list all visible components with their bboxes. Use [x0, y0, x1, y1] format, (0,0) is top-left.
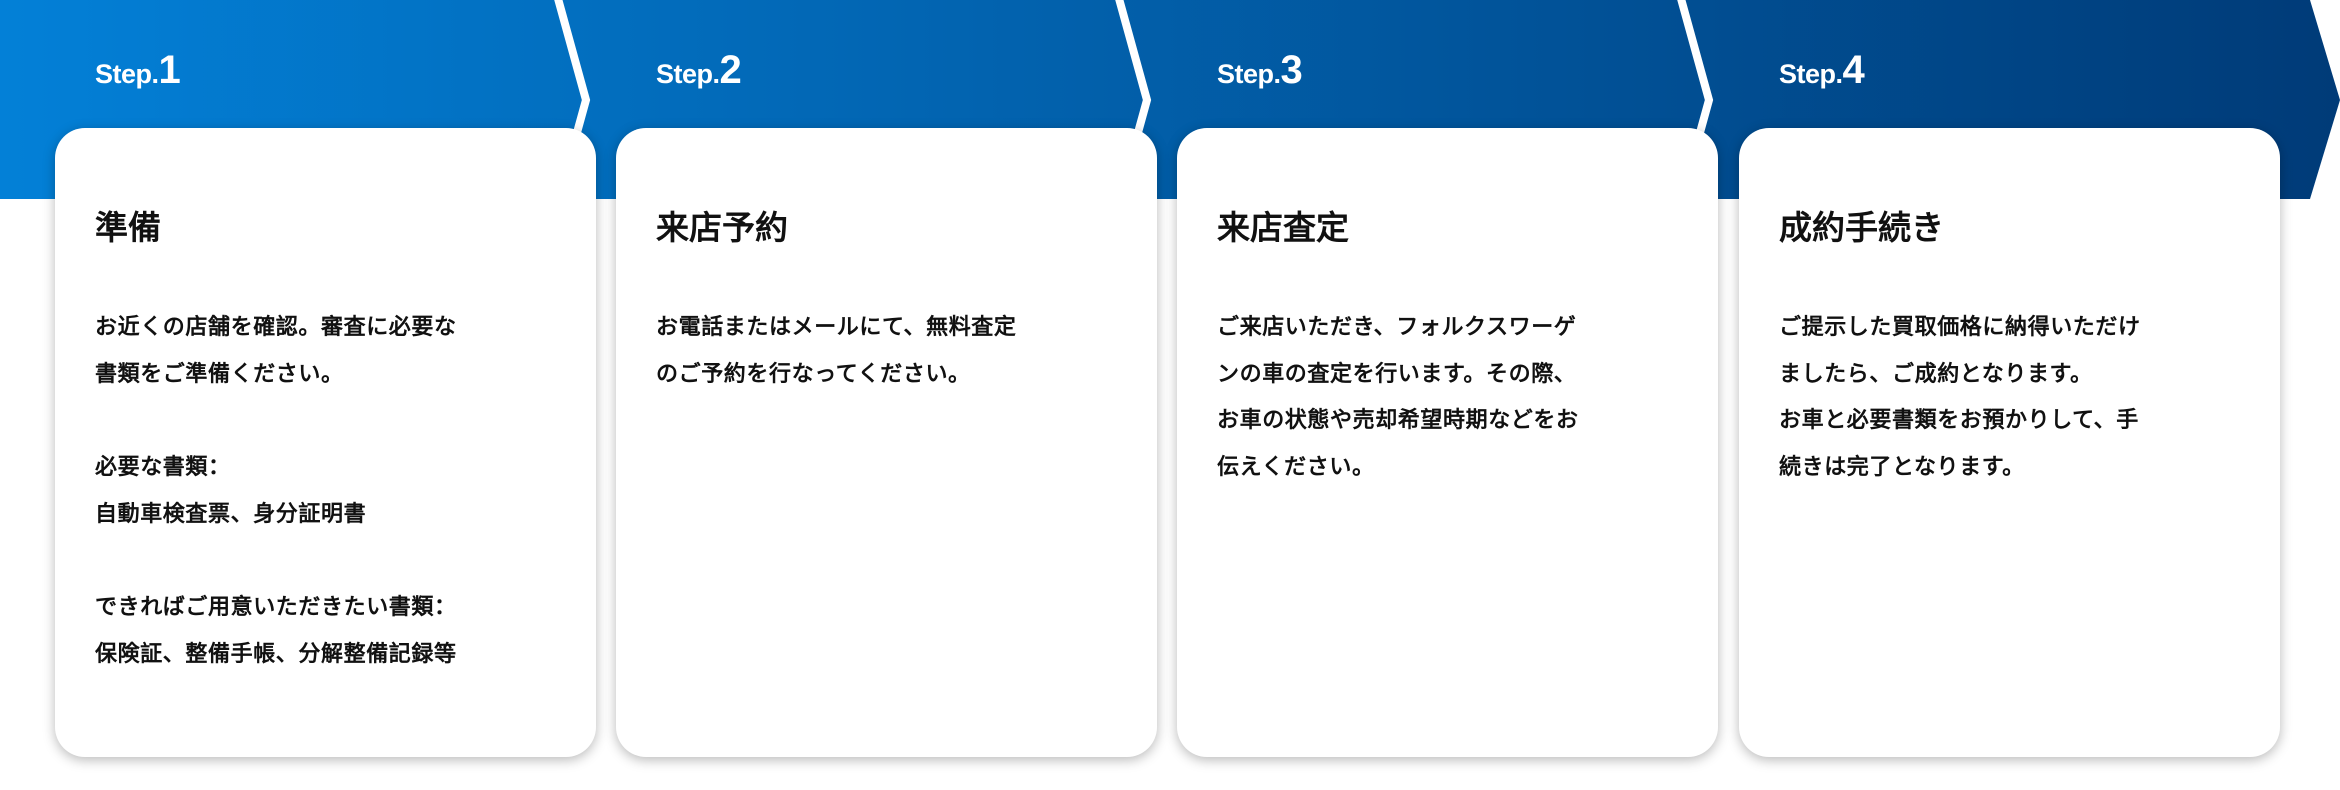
- step-word: Step.: [1217, 59, 1281, 89]
- step-number: 1: [158, 48, 181, 92]
- card-title: 準備: [95, 208, 161, 247]
- card-body: お電話またはメールにて、無料査定 のご予約を行なってください。: [656, 315, 1017, 387]
- step-3-label: Step.3: [1217, 48, 1303, 93]
- card-body: ご来店いただき、フォルクスワーゲ ンの車の査定を行います。その際、 お車の状態や…: [1217, 315, 1579, 481]
- step-4-label: Step.4: [1779, 48, 1865, 93]
- step-2-label: Step.2: [656, 48, 742, 93]
- step-1-card: 準備 お近くの店舗を確認。審査に必要な 書類をご準備ください。 必要な書類： 自…: [55, 128, 596, 757]
- step-4-card: 成約手続き ご提示した買取価格に納得いただけ ましたら、ご成約となります。 お車…: [1739, 128, 2280, 757]
- card-title: 来店予約: [656, 208, 788, 247]
- card-title: 来店査定: [1217, 208, 1349, 247]
- step-1-label: Step.1: [95, 48, 181, 93]
- card-body: お近くの店舗を確認。審査に必要な 書類をご準備ください。 必要な書類： 自動車検…: [95, 315, 457, 667]
- step-word: Step.: [1779, 59, 1843, 89]
- step-3-card: 来店査定 ご来店いただき、フォルクスワーゲ ンの車の査定を行います。その際、 お…: [1177, 128, 1718, 757]
- step-number: 2: [719, 48, 742, 92]
- step-number: 3: [1280, 48, 1303, 92]
- step-word: Step.: [656, 59, 720, 89]
- step-number: 4: [1842, 48, 1865, 92]
- step-word: Step.: [95, 59, 159, 89]
- card-body: ご提示した買取価格に納得いただけ ましたら、ご成約となります。 お車と必要書類を…: [1779, 315, 2141, 481]
- step-2-card: 来店予約 お電話またはメールにて、無料査定 のご予約を行なってください。: [616, 128, 1157, 757]
- card-title: 成約手続き: [1779, 208, 1944, 247]
